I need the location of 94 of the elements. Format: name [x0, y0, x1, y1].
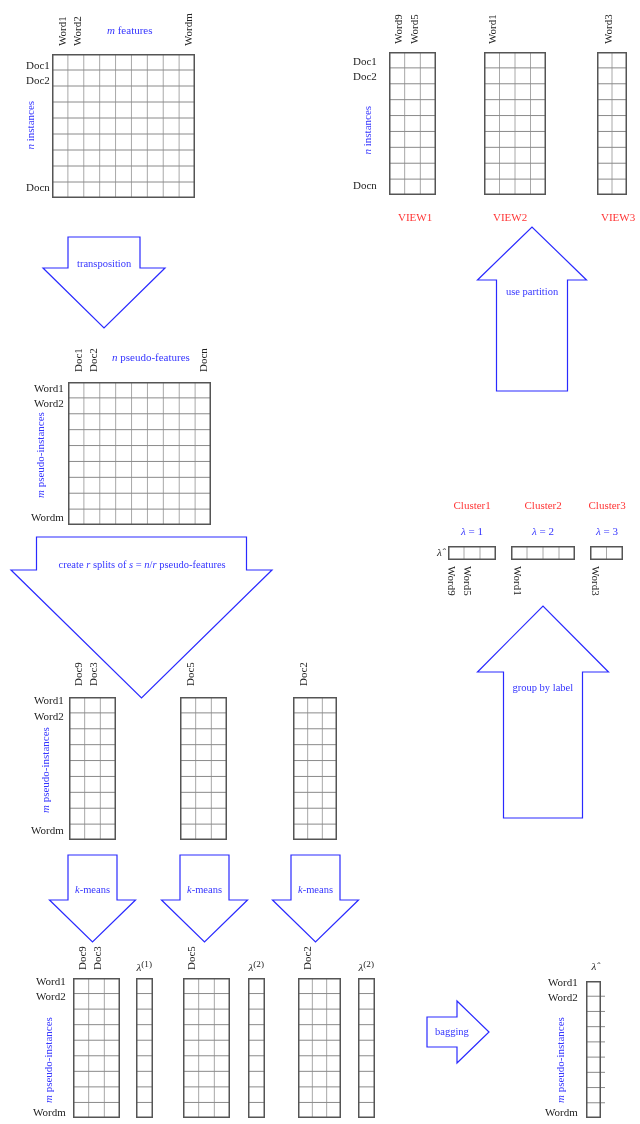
column-label: Doc3	[87, 662, 100, 686]
column-label: Doc3	[91, 946, 104, 970]
block-arrow	[48, 854, 137, 943]
block-arrow	[271, 854, 360, 943]
column-label: Doc2	[87, 348, 100, 372]
edge-label: use partition	[506, 286, 559, 298]
column-label: Word1	[56, 16, 69, 46]
column-label: Doc1	[72, 348, 85, 372]
column-label: Doc2	[297, 662, 310, 686]
matrix-grid	[68, 382, 211, 525]
row-label: Doc1	[26, 59, 50, 72]
edge-label: k-means	[298, 884, 333, 896]
edge-label: transposition	[77, 258, 132, 270]
column-label: Doc5	[185, 946, 198, 970]
column-label: Word5	[461, 566, 474, 596]
axis-label: n pseudo-features	[112, 351, 190, 364]
block-arrow	[41, 236, 167, 329]
vector-grid	[136, 978, 153, 1118]
vector-grid	[448, 546, 496, 560]
edge-label: bagging	[435, 1026, 469, 1038]
matrix-grid	[180, 697, 227, 840]
vector-grid	[590, 546, 623, 560]
matrix-grid	[484, 52, 546, 195]
matrix-grid	[73, 978, 120, 1118]
row-label: Wordm	[31, 824, 64, 837]
column-label: Word9	[392, 14, 405, 44]
column-label: Doc9	[76, 946, 89, 970]
axis-label: n instances	[361, 105, 374, 155]
row-label: Word2	[548, 991, 578, 1004]
axis-label: m features	[107, 24, 153, 37]
matrix-grid	[389, 52, 436, 195]
row-label: Word1	[34, 382, 64, 395]
view-label: VIEW1	[398, 211, 433, 224]
row-label: Word2	[36, 990, 66, 1003]
block-arrow	[426, 999, 490, 1065]
edge-label: k-means	[75, 884, 110, 896]
block-arrow	[476, 226, 588, 392]
column-label: Word1	[486, 14, 499, 44]
column-label: Docn	[197, 348, 210, 372]
column-label: Doc9	[72, 662, 85, 686]
row-label: Wordm	[545, 1106, 578, 1119]
column-label: Doc2	[301, 946, 314, 970]
matrix-grid	[52, 54, 195, 198]
column-label: Wordm	[182, 13, 195, 46]
column-label: Word9	[445, 566, 458, 596]
matrix-grid	[293, 697, 337, 840]
lambda-label: λ = 2	[532, 525, 554, 538]
lambda-label: λ = 3	[596, 525, 618, 538]
lambda-label: λ$^{(2)}$	[248, 958, 264, 974]
column-label: Word3	[602, 14, 615, 44]
edge-label: create r splits of s = n/r pseudo-features	[58, 559, 226, 571]
row-label: Word2	[34, 710, 64, 723]
edge-label: group by label	[512, 682, 574, 694]
row-label: Word2	[34, 397, 64, 410]
block-arrow	[9, 536, 274, 699]
block-arrow	[160, 854, 249, 943]
axis-label: m pseudo-instances	[34, 412, 47, 498]
vector-grid	[586, 981, 605, 1118]
vector-grid	[248, 978, 265, 1118]
block-arrow	[476, 605, 610, 819]
axis-label: n instances	[24, 100, 37, 150]
row-label: Doc2	[26, 74, 50, 87]
lambda-label: λ = 1	[461, 525, 483, 538]
column-label: Word5	[408, 14, 421, 44]
column-label: Word2	[71, 16, 84, 46]
cluster-label: Cluster1	[453, 499, 491, 512]
row-label: Wordm	[33, 1106, 66, 1119]
matrix-grid	[69, 697, 116, 840]
cluster-label: Cluster2	[524, 499, 562, 512]
row-label: Docn	[353, 179, 377, 192]
matrix-grid	[298, 978, 341, 1118]
row-label: Wordm	[31, 511, 64, 524]
matrix-grid	[597, 52, 627, 195]
axis-label: m pseudo-instances	[554, 1017, 567, 1103]
row-label: Doc1	[353, 55, 377, 68]
axis-label: m pseudo-instances	[42, 1017, 55, 1103]
axis-label: m pseudo-instances	[39, 727, 52, 813]
view-label: VIEW2	[493, 211, 528, 224]
row-label: Word1	[34, 694, 64, 707]
view-label: VIEW3	[601, 211, 636, 224]
column-label: Word1	[511, 566, 524, 596]
column-label: Doc5	[184, 662, 197, 686]
cluster-label: Cluster3	[588, 499, 626, 512]
vector-grid	[358, 978, 375, 1118]
row-label: Docn	[26, 181, 50, 194]
lambda-label: λ$^{(2)}$	[358, 958, 374, 974]
vector-grid	[511, 546, 575, 560]
column-label: Word3	[589, 566, 602, 596]
matrix-grid	[183, 978, 230, 1118]
lambda-label: λ$^{(1)}$	[136, 958, 152, 974]
row-label: Doc2	[353, 70, 377, 83]
edge-label: k-means	[187, 884, 222, 896]
row-label: Word1	[548, 976, 578, 989]
row-label: Word1	[36, 975, 66, 988]
